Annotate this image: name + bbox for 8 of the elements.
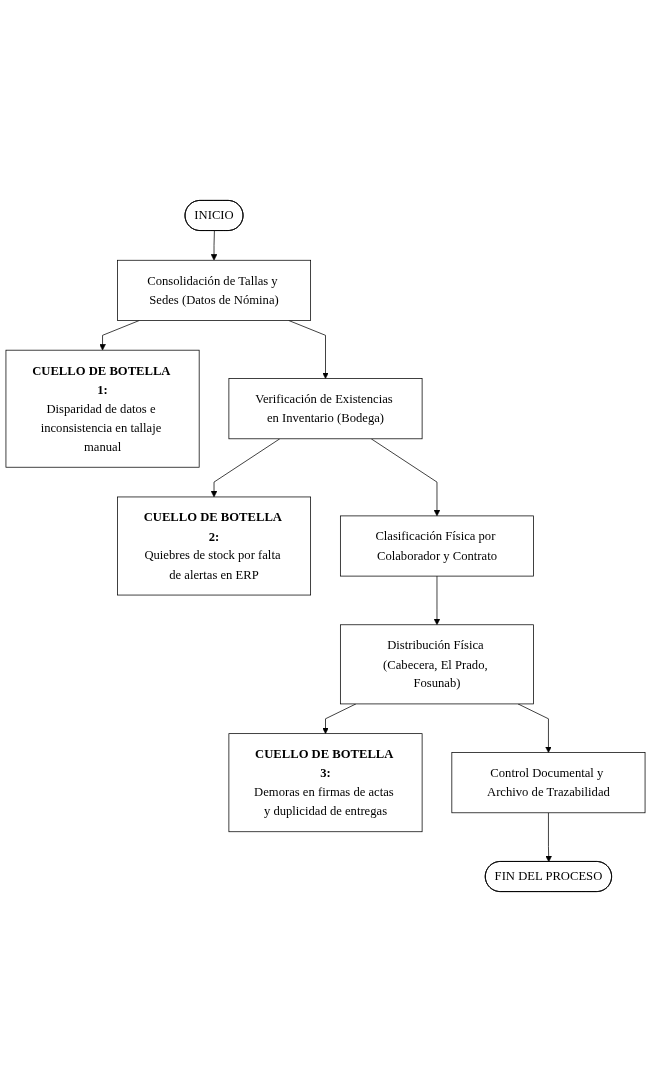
node-box: CUELLO DE BOTELLA 3: Demoras en firmas de actas y duplicidad de entregas [228, 733, 423, 833]
node-box: Control Documental y Archivo de Trazabilidad [451, 752, 646, 814]
node-box: Clasificación Física por Colaborador y Contrato [340, 515, 534, 577]
node-box: Distribución Física (Cabecera, El Prado, Fosunab) [340, 624, 534, 705]
node-box: Verificación de Existencias en Inventario (Bodega) [228, 378, 423, 440]
node-box: Consolidación de Tallas y Sedes (Datos de Nómina) [117, 259, 311, 321]
node-box: CUELLO DE BOTELLA 1: Disparidad de datos e inconsistencia en tallaje manual [5, 349, 200, 468]
node-box: CUELLO DE BOTELLA 2: Quiebres de stock por falta de alertas en ERP [117, 496, 311, 596]
